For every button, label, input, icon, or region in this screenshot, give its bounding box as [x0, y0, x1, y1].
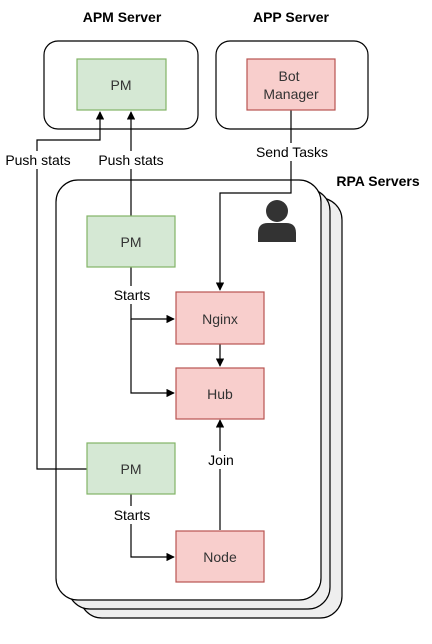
- rpa-servers-title: RPA Servers: [336, 173, 419, 189]
- starts-top-label-bg: [109, 286, 155, 304]
- apm-pm-label: PM: [111, 77, 132, 93]
- user-icon: [258, 200, 296, 242]
- node-label: Node: [203, 549, 237, 565]
- join-label-bg: [204, 451, 238, 469]
- app-server-title: APP Server: [253, 9, 330, 25]
- rpa-pm-bottom-label: PM: [121, 461, 142, 477]
- push-stats-left-label: Push stats: [5, 152, 70, 168]
- send-tasks-label: Send Tasks: [256, 144, 328, 160]
- push-stats-center-label: Push stats: [98, 152, 163, 168]
- starts-bottom-label: Starts: [114, 507, 151, 523]
- bot-manager-label-line1: Bot: [279, 68, 300, 84]
- join-label: Join: [208, 452, 234, 468]
- starts-bottom-label-bg: [109, 506, 155, 524]
- rpa-pm-top-label: PM: [121, 234, 142, 250]
- send-tasks-label-bg: [251, 143, 333, 161]
- edge-starts-hub: [130, 319, 175, 398]
- nginx-node: [175, 291, 265, 345]
- hub-label: Hub: [207, 386, 233, 402]
- push-stats-left-label-bg: [2, 151, 74, 169]
- apm-server-title: APM Server: [83, 9, 162, 25]
- starts-top-label: Starts: [114, 287, 151, 303]
- edge-push-stats-left: [36, 111, 105, 470]
- bot-manager-label-line2: Manager: [263, 86, 319, 102]
- hub-node: [175, 367, 265, 420]
- nginx-label: Nginx: [202, 311, 238, 327]
- push-stats-center-label-bg: [95, 151, 167, 169]
- bot-manager-node: [246, 58, 336, 111]
- rpa-pm-top-node: [86, 215, 176, 268]
- bot-manager-label: Bot Manager: [263, 68, 319, 102]
- rpa-pm-bottom-node: [86, 442, 176, 495]
- node-node: [175, 530, 265, 583]
- apm-pm-node: [76, 58, 167, 111]
